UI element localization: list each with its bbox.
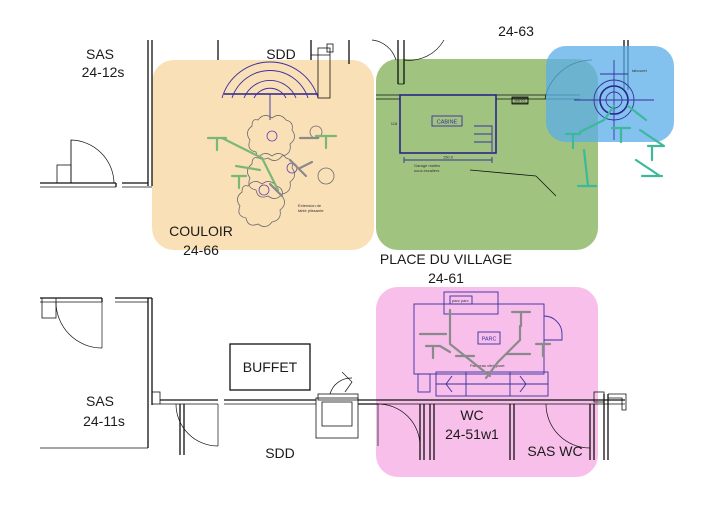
wc-name: WC: [460, 407, 483, 423]
cabine-dim-bottom: 150.0: [443, 155, 454, 160]
couloir-code: 24-66: [183, 242, 219, 258]
top-cut-label: 24-63: [498, 23, 534, 39]
top-right-note: tabouret: [632, 68, 648, 73]
place-code: 24-61: [428, 270, 464, 286]
sas-11s-code: 24-11s: [83, 413, 125, 429]
couloir-furniture: Extension de table plissante: [206, 61, 338, 227]
sas-12s-code: 24-12s: [82, 64, 125, 80]
cabine-note-1: Garage malles: [414, 163, 440, 168]
cabine-dim-left: 118: [391, 121, 398, 126]
zone-couloir: [152, 60, 374, 250]
buffet-label: BUFFET: [243, 359, 298, 375]
box-label: Bancs: [514, 98, 525, 103]
sas-12s-name: SAS: [86, 46, 114, 62]
cabine-note-2: sous escaliers: [414, 168, 439, 173]
walls: [40, 39, 629, 460]
place-name: PLACE DU VILLAGE: [380, 251, 512, 267]
parc-label: PARC: [482, 337, 497, 343]
room-labels: SAS 24-12s SDD 24-63 COULOIR 24-66 PLACE…: [82, 23, 583, 461]
zone-place-du-village: [376, 59, 598, 250]
cabine-label: CABINE: [437, 120, 458, 126]
sas-11s-name: SAS: [86, 393, 114, 409]
place-furniture: CABINE 150.0 118 Garage malles sous esca…: [391, 94, 557, 197]
top-right-furniture: tabouret: [564, 60, 666, 188]
sdd-top-label: SDD: [266, 46, 296, 62]
parc-top-label: parc parc: [452, 298, 469, 303]
wc-note: Panneau vitré jouet: [470, 363, 505, 368]
extension-note-2: table plissante: [298, 208, 324, 213]
extension-note-1: Extension de: [298, 203, 322, 208]
couloir-name: COULOIR: [169, 223, 233, 239]
wc-furniture: parc parc PARC Panneau vitré jouet: [413, 291, 563, 397]
sdd-bottom-label: SDD: [265, 445, 295, 461]
wc-code: 24-51w1: [445, 426, 499, 442]
zone-top-right: [546, 46, 674, 142]
sas-wc-label: SAS WC: [527, 443, 582, 459]
